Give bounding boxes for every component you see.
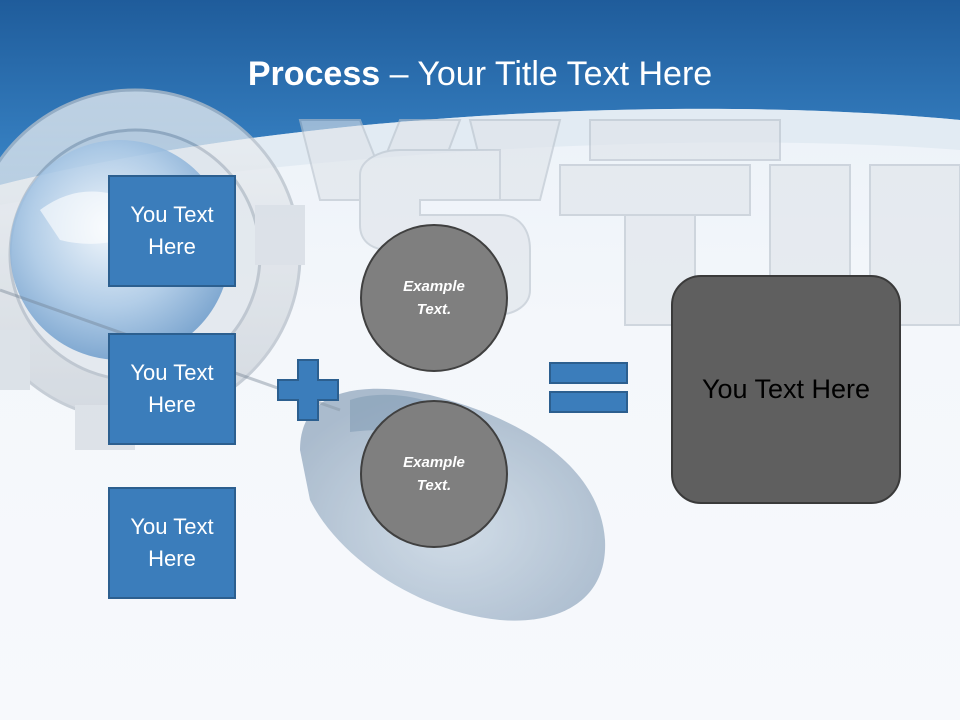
text-box-1-label: You Text Here [130,202,214,259]
text-box-3-label: You Text Here [130,514,214,571]
text-box-2-label: You Text Here [130,360,214,417]
result-box-label: You Text Here [701,374,871,404]
result-box[interactable]: You Text Here [671,275,901,504]
example-circle-1[interactable]: Example Text. [360,224,508,372]
example-circle-1-label: Example Text. [403,278,465,318]
equals-icon [549,362,628,413]
text-box-2[interactable]: You Text Here [108,333,236,445]
text-box-3[interactable]: You Text Here [108,487,236,599]
plus-icon [277,359,339,421]
title-bold: Process [247,55,381,93]
slide-title: Process – Your Title Text Here [0,50,960,98]
example-circle-2[interactable]: Example Text. [360,400,508,548]
text-box-1[interactable]: You Text Here [108,175,236,287]
title-rest: – Your Title Text Here [380,55,713,93]
example-circle-2-label: Example Text. [403,454,465,494]
